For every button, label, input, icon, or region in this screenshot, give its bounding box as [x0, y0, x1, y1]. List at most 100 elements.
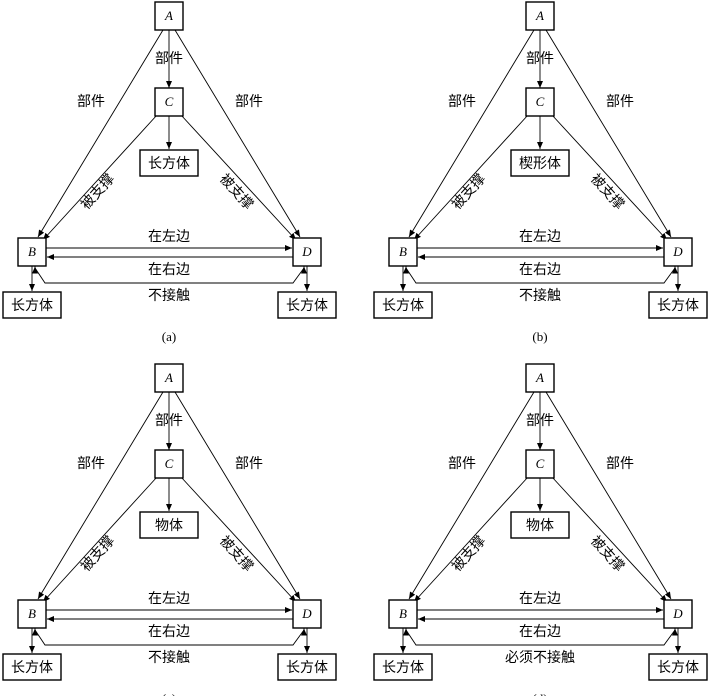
node-c-letter: C — [165, 94, 174, 109]
node-d: D — [663, 599, 693, 629]
node-c: C — [525, 87, 555, 117]
node-c-letter: C — [165, 456, 174, 471]
label-part-right: 部件 — [606, 456, 634, 472]
panel-caption: (b) — [532, 329, 547, 344]
node-d-letter: D — [301, 244, 312, 259]
shape-d: 长方体 — [277, 653, 337, 681]
label-left-of: 在左边 — [148, 229, 190, 245]
shape-d-box — [648, 291, 708, 319]
node-a-letter: A — [535, 370, 544, 385]
label-right-of: 在右边 — [519, 624, 561, 640]
shape-c-box — [510, 149, 570, 177]
node-b: B — [17, 237, 47, 267]
label-left-of: 在左边 — [519, 591, 561, 607]
shape-d: 长方体 — [648, 653, 708, 681]
shape-d-box — [648, 653, 708, 681]
node-d: D — [663, 237, 693, 267]
shape-b-label: 长方体 — [11, 298, 53, 314]
shape-c: 物体 — [510, 511, 570, 539]
node-d-letter: D — [672, 244, 683, 259]
node-b-letter: B — [399, 244, 407, 259]
node-d: D — [292, 599, 322, 629]
node-a-box — [525, 1, 555, 31]
edge-no-contact-left — [32, 266, 59, 284]
edge-a-b — [37, 391, 164, 600]
node-d-box — [663, 237, 693, 267]
node-b: B — [17, 599, 47, 629]
shape-c-label: 长方体 — [148, 156, 190, 172]
shape-d-label: 长方体 — [286, 298, 328, 314]
label-supported-left: 被支撑 — [78, 171, 118, 213]
edge-c-d — [551, 114, 668, 241]
edge-a-b — [408, 391, 535, 600]
node-d-box — [292, 599, 322, 629]
shape-d-label: 长方体 — [657, 298, 699, 314]
node-c-box — [154, 87, 184, 117]
label-part-right: 部件 — [235, 94, 263, 110]
edge-no-contact — [279, 266, 307, 284]
label-supported-right: 被支撑 — [587, 533, 627, 575]
label-supported-left: 被支撑 — [78, 533, 118, 575]
node-d-box — [292, 237, 322, 267]
node-c-box — [525, 449, 555, 479]
node-b-box — [17, 599, 47, 629]
node-a-letter: A — [164, 8, 173, 23]
label-part-center: 部件 — [155, 51, 183, 67]
panel-caption: (d) — [532, 691, 547, 696]
shape-c: 长方体 — [139, 149, 199, 177]
label-part-left: 部件 — [448, 94, 476, 110]
node-a: A — [154, 363, 184, 393]
label-no-contact: 必须不接触 — [505, 649, 575, 666]
label-no-contact: 不接触 — [148, 649, 190, 666]
edge-a-d — [174, 29, 301, 238]
node-b-box — [17, 237, 47, 267]
label-supported-right: 被支撑 — [216, 171, 256, 213]
label-part-center: 部件 — [526, 413, 554, 429]
shape-c-label: 物体 — [526, 518, 554, 534]
node-a: A — [154, 1, 184, 31]
label-supported-right: 被支撑 — [587, 171, 627, 213]
edge-a-b — [408, 29, 535, 238]
node-d-letter: D — [672, 606, 683, 621]
label-part-left: 部件 — [77, 94, 105, 110]
node-b-letter: B — [28, 244, 36, 259]
node-d-letter: D — [301, 606, 312, 621]
shape-d-box — [277, 653, 337, 681]
shape-b: 长方体 — [373, 653, 433, 681]
shape-d-box — [277, 291, 337, 319]
label-part-center: 部件 — [526, 51, 554, 67]
shape-b-box — [373, 653, 433, 681]
label-supported-right: 被支撑 — [216, 533, 256, 575]
shape-d-label: 长方体 — [657, 660, 699, 676]
label-part-right: 部件 — [235, 456, 263, 472]
edge-c-b — [413, 476, 529, 603]
label-part-right: 部件 — [606, 94, 634, 110]
node-a-box — [154, 363, 184, 393]
node-a: A — [525, 363, 555, 393]
edge-c-b — [413, 114, 529, 241]
edge-no-contact-left — [403, 628, 430, 646]
shape-b-label: 长方体 — [11, 660, 53, 676]
node-c-letter: C — [536, 94, 545, 109]
node-c-box — [525, 87, 555, 117]
shape-c: 楔形体 — [510, 149, 570, 177]
label-supported-left: 被支撑 — [449, 533, 489, 575]
shape-b-box — [2, 291, 62, 319]
label-part-left: 部件 — [448, 456, 476, 472]
edge-c-b — [42, 476, 158, 603]
node-b-letter: B — [28, 606, 36, 621]
shape-b: 长方体 — [2, 653, 62, 681]
shape-c-box — [139, 511, 199, 539]
node-d-box — [663, 599, 693, 629]
shape-c-box — [510, 511, 570, 539]
edge-c-d — [180, 476, 297, 603]
shape-c-label: 楔形体 — [519, 156, 561, 172]
edge-a-d — [545, 391, 672, 600]
edge-no-contact — [279, 628, 307, 646]
shape-d: 长方体 — [277, 291, 337, 319]
shape-b-box — [373, 291, 433, 319]
